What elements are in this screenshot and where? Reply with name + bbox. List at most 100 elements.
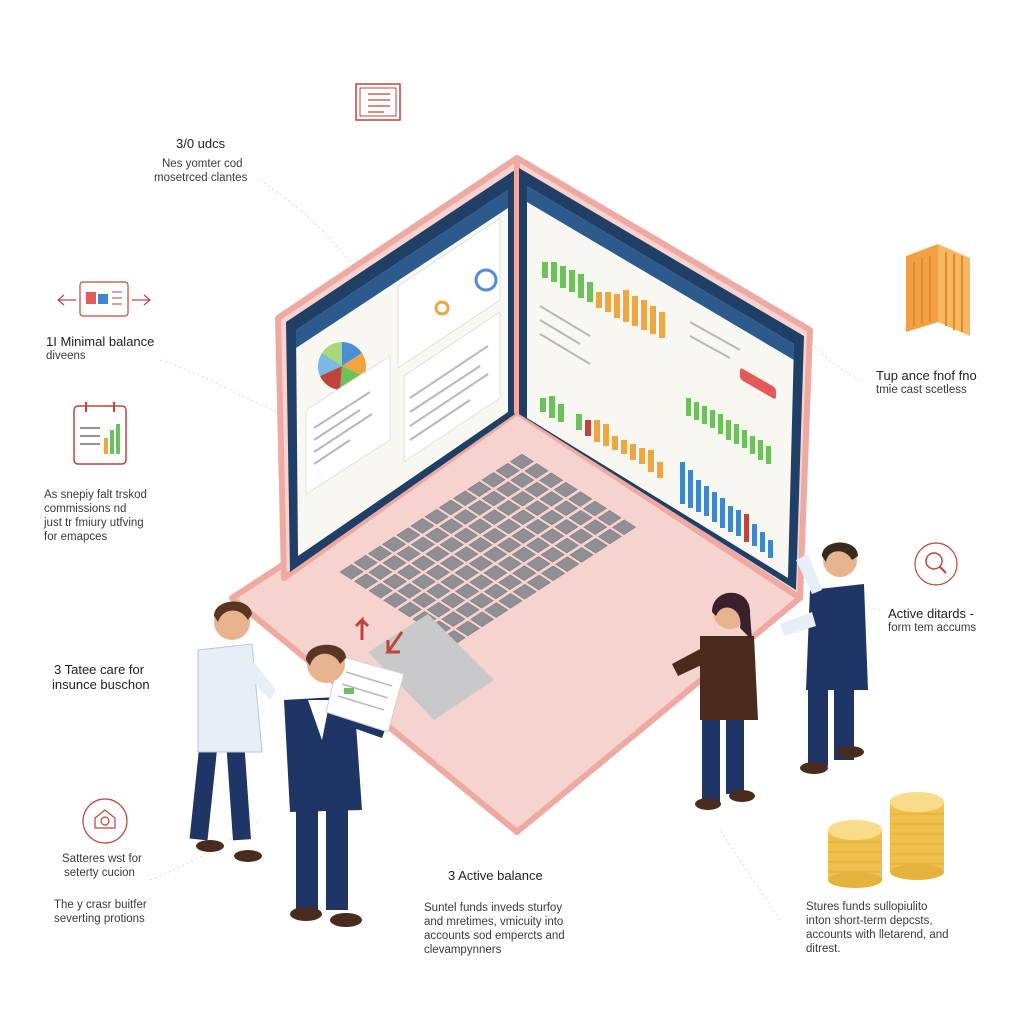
keyboard-key <box>468 518 493 535</box>
keyboard-key <box>453 509 478 525</box>
person-analyst-left <box>189 601 276 862</box>
top-callout-line: mosetrced clantes <box>154 172 248 184</box>
left-pie-chart <box>317 342 367 391</box>
keyboard-key <box>525 518 550 535</box>
bottom-center-line: and mretimes, vmicuity into <box>424 916 564 928</box>
trackpad <box>368 614 494 720</box>
keyboard-key <box>354 573 379 590</box>
right-callout-1: Tup ance fnof fno tmie cast scetless <box>876 368 977 397</box>
bottom-center-title: 3 Active balance <box>448 868 543 883</box>
keyboard-key <box>467 481 492 497</box>
keyboard-key <box>583 537 608 554</box>
keyboard-key <box>353 554 378 571</box>
keyboard-key <box>483 565 508 581</box>
right-callout-1-line: Tup ance fnof fno <box>876 368 977 383</box>
keyboard-key <box>483 546 508 563</box>
keyboard-key <box>526 574 551 591</box>
right-bar-chart-mid <box>540 396 663 478</box>
keyboard-key <box>453 527 478 544</box>
keyboard-key <box>438 499 463 516</box>
keyboard-key <box>525 500 550 516</box>
keyboard-key <box>512 583 537 600</box>
keyboard-key <box>496 481 521 498</box>
right-callout-2-line: form tem accums <box>888 622 977 634</box>
right-callout-1-line: tmie cast scetless <box>876 384 967 396</box>
left-callout-4-line: severting protions <box>54 913 145 925</box>
keyboard-key <box>426 601 451 618</box>
shield-icon <box>82 798 128 844</box>
left-callout-2-line: commissions nd <box>44 503 127 515</box>
down-left-arrow-icon <box>385 631 404 654</box>
keyboard-key <box>555 556 580 572</box>
keyboard-key <box>496 500 521 516</box>
top-callout: 3/0 udcs Nes yomter cod mosetrced clante… <box>154 136 247 185</box>
keyboard-key <box>453 490 478 507</box>
keyboard-key <box>439 536 464 553</box>
keyboard-key <box>524 481 549 498</box>
building-icon <box>906 244 970 336</box>
keyboard-key <box>469 592 494 609</box>
keyboard-key <box>481 490 506 507</box>
keyboard-key <box>441 611 466 627</box>
keyboard-key <box>509 453 534 470</box>
coin-stack-icon <box>828 792 944 888</box>
keyboard-key <box>455 620 480 637</box>
keyboard-key <box>554 537 579 554</box>
keyboard-key <box>412 592 437 609</box>
keyboard-key <box>382 555 407 571</box>
up-arrow-icon <box>354 616 370 640</box>
keyboard-key <box>440 592 465 609</box>
keyboard-key <box>568 509 593 526</box>
keyboard-key <box>526 537 551 554</box>
keyboard-key <box>554 500 579 517</box>
keyboard-key <box>482 509 507 525</box>
left-callout-2-line: just tr fmiury utfving <box>44 517 144 529</box>
keyboard-key <box>481 472 506 488</box>
keyboard-key <box>524 463 549 479</box>
keyboard-key <box>468 555 493 572</box>
calendar-chart-icon <box>73 402 127 465</box>
payment-card-icon <box>57 281 151 317</box>
keyboard-key <box>397 601 422 618</box>
left-callout-4-line: seterty cucion <box>64 867 135 879</box>
keyboard-key <box>496 518 521 535</box>
keyboard-key <box>396 545 421 562</box>
keyboard-key <box>455 602 480 618</box>
keyboard-key <box>410 518 435 534</box>
person-analyst-woman <box>672 592 758 810</box>
keyboard-key <box>597 510 622 526</box>
bottom-right-callout: Stures funds sullopiulito inton short-te… <box>806 900 949 956</box>
left-callout-2: As snepiy falt trskod commissions nd jus… <box>44 488 147 544</box>
keyboard-key <box>540 528 565 544</box>
keyboard-key <box>425 527 450 544</box>
keyboard-key <box>367 545 392 562</box>
keyboard-key <box>510 490 535 507</box>
document-icon <box>355 83 401 121</box>
person-manager-center <box>284 644 405 927</box>
keyboard-key <box>553 481 578 498</box>
keyboard-key <box>410 536 435 553</box>
keyboard-key <box>510 472 535 488</box>
left-callout-3-line: insunce buschon <box>52 677 150 692</box>
left-callout-4-line: The y crasr buitfer <box>54 899 147 911</box>
left-callout-4: Satteres wst for seterty cucion The y cr… <box>54 852 147 926</box>
keyboard-key <box>583 519 608 535</box>
top-callout-title: 3/0 udcs <box>176 136 226 151</box>
keyboard-key <box>368 582 393 599</box>
keyboard-key <box>482 527 507 544</box>
top-callout-line: Nes yomter cod <box>162 158 243 170</box>
keyboard-key <box>440 574 465 590</box>
keyboard-key <box>425 564 450 581</box>
keyboard-key <box>454 546 479 562</box>
keyboard-key <box>539 491 564 507</box>
keyboard-key <box>424 508 449 525</box>
keyboard-key <box>383 592 408 608</box>
keyboard <box>339 453 637 646</box>
keyboard-key <box>484 602 509 618</box>
left-callout-1: 1I Minimal balance diveens <box>46 334 154 363</box>
keyboard-key <box>539 509 564 526</box>
left-callout-3-line: 3 Tatee care for <box>54 662 145 677</box>
keyboard-key <box>470 611 495 628</box>
